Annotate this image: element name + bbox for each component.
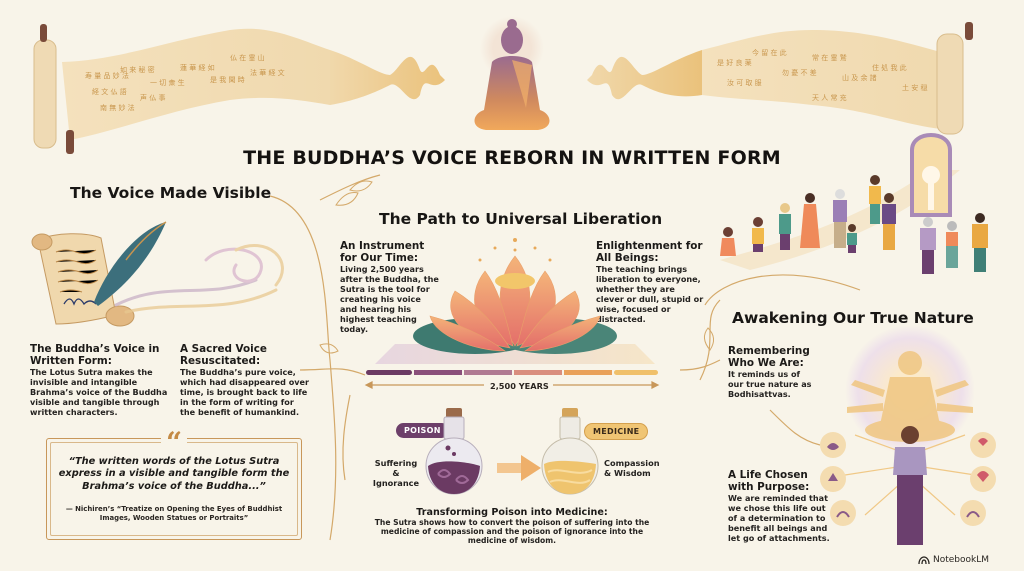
- transform-body: The Sutra shows how to convert the poiso…: [374, 518, 650, 546]
- left-scroll-icon: 寿 量 品 妙 法如 来 秘 密 経 文 仏 語 一 切 衆 生 南 無 妙 法 蓮…: [33, 24, 445, 154]
- page-title: THE BUDDHA’S VOICE REBORN IN WRITTEN FOR…: [243, 147, 781, 169]
- medicine-label: Compassion & Wisdom: [604, 458, 660, 478]
- notebooklm-brand: NotebookLM: [918, 555, 989, 565]
- block-heading: A Sacred Voice Resuscitated:: [180, 343, 267, 367]
- svg-text:是 好 良 薬: 是 好 良 薬: [717, 58, 752, 67]
- block-heading: A Life Chosen with Purpose:: [728, 469, 810, 493]
- poison-label: Suffering & Ignorance: [372, 458, 420, 488]
- right-scroll-icon: 是 好 良 薬今 留 在 此 汝 可 取 服 勿 憂 不 差 常 在 霊 鷲山 及…: [587, 22, 973, 135]
- transform-heading: Transforming Poison into Medicine:: [416, 507, 608, 518]
- svg-text:山 及 余 諸: 山 及 余 諸: [842, 73, 877, 82]
- quill-and-scroll-icon: [31, 221, 284, 327]
- block-body: The teaching brings liberation to everyo…: [596, 264, 704, 324]
- svg-text:声 仏 事: 声 仏 事: [140, 93, 165, 102]
- text-block-enlightenment: Enlightenment for All Beings: The teachi…: [596, 240, 704, 324]
- quote-text: “The written words of the Lotus Sutra ex…: [58, 456, 290, 492]
- lotus-flower-icon: [375, 238, 655, 364]
- meditating-buddha-icon: [474, 16, 550, 130]
- poison-tag: POISON: [396, 423, 449, 438]
- text-block-remembering: Remembering Who We Are: It reminds us of…: [728, 345, 818, 399]
- svg-text:住 処 我 此: 住 処 我 此: [872, 63, 907, 72]
- poison-bottle-icon: [425, 408, 483, 495]
- block-heading: Remembering Who We Are:: [728, 345, 810, 369]
- arrow-right-icon: [497, 455, 541, 481]
- notebooklm-logo-icon: [918, 555, 930, 564]
- quote-mark-icon: “: [161, 428, 187, 458]
- block-body: The Buddha’s pure voice, which had disap…: [180, 367, 310, 417]
- svg-text:寿 量 品 妙 法: 寿 量 品 妙 法: [85, 71, 129, 80]
- block-body: The Lotus Sutra makes the invisible and …: [30, 367, 168, 417]
- block-body: It reminds us of our true nature as Bodh…: [728, 369, 812, 399]
- block-heading: The Buddha’s Voice in Written Form:: [30, 343, 160, 367]
- svg-text:常 在 霊 鷲: 常 在 霊 鷲: [812, 53, 847, 62]
- svg-text:土 安 穏: 土 安 穏: [902, 83, 927, 92]
- medicine-bottle-icon: [541, 408, 599, 495]
- timeline-label: 2,500 YEARS: [486, 381, 553, 391]
- block-body: Living 2,500 years after the Buddha, the…: [340, 264, 439, 334]
- svg-text:如 来 秘 密: 如 来 秘 密: [120, 65, 155, 74]
- svg-text:汝 可 取 服: 汝 可 取 服: [727, 78, 762, 87]
- bodhisattva-and-person-icon: [820, 325, 996, 545]
- svg-text:今 留 在 此: 今 留 在 此: [752, 48, 787, 57]
- section-title-voice-made-visible: The Voice Made Visible: [70, 184, 272, 202]
- block-heading: An Instrument for Our Time:: [340, 240, 425, 264]
- text-block-instrument: An Instrument for Our Time: Living 2,500…: [340, 240, 440, 334]
- text-block-voice-resuscitated: A Sacred Voice Resuscitated: The Buddha’…: [180, 343, 310, 417]
- svg-text:天 人 常 充: 天 人 常 充: [812, 93, 847, 102]
- timeline-bar: [364, 370, 660, 389]
- svg-text:勿 憂 不 差: 勿 憂 不 差: [782, 68, 817, 77]
- svg-text:仏 在 霊 山: 仏 在 霊 山: [230, 53, 265, 62]
- block-heading: Enlightenment for All Beings:: [596, 240, 703, 264]
- svg-text:法 華 経 文: 法 華 経 文: [250, 68, 285, 77]
- svg-text:南 無 妙 法: 南 無 妙 法: [100, 103, 135, 112]
- block-body: We are reminded that we chose this life …: [728, 493, 830, 543]
- svg-text:蓮 華 経 如: 蓮 華 経 如: [180, 63, 215, 72]
- quote-source: — Nichiren’s “Treatize on Opening the Ey…: [65, 505, 283, 522]
- svg-text:経 文 仏 語: 経 文 仏 語: [92, 87, 127, 96]
- text-block-written-form: The Buddha’s Voice in Written Form: The …: [30, 343, 170, 417]
- people-walking-to-gateway-icon: [720, 133, 988, 274]
- svg-text:一 切 衆 生: 一 切 衆 生: [150, 78, 185, 87]
- medicine-tag: MEDICINE: [584, 423, 649, 440]
- brand-label: NotebookLM: [933, 555, 990, 565]
- svg-text:是 我 聞 時: 是 我 聞 時: [210, 75, 245, 84]
- text-block-life-purpose: A Life Chosen with Purpose: We are remin…: [728, 469, 836, 543]
- section-title-universal-liberation: The Path to Universal Liberation: [379, 210, 663, 228]
- section-title-true-nature: Awakening Our True Nature: [732, 309, 974, 327]
